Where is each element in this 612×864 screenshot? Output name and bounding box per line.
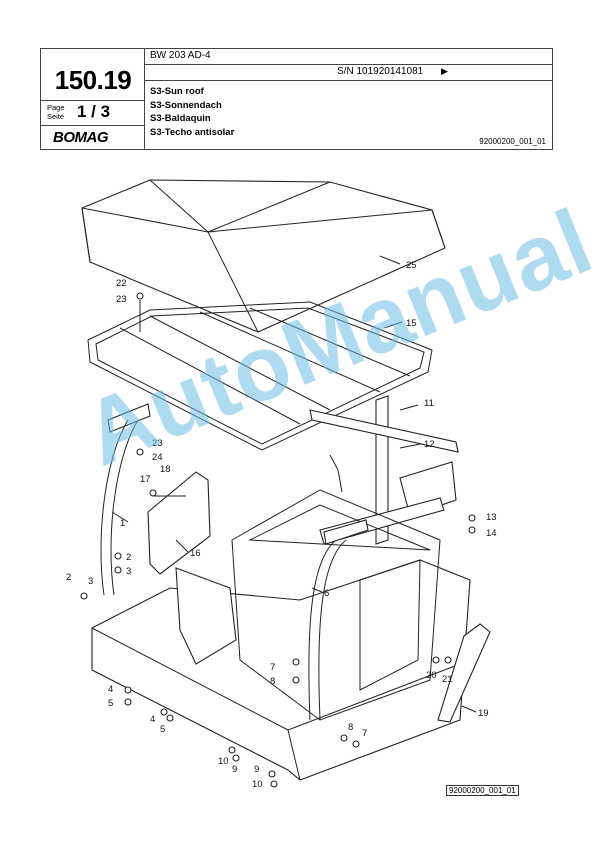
part-rail xyxy=(437,623,491,723)
title-fr: S3-Baldaquin xyxy=(150,113,211,124)
callout-label: 24 xyxy=(152,452,163,463)
callout-label: 23 xyxy=(152,438,163,449)
page-label-de: Seite xyxy=(47,112,65,121)
page-label: Page Seite xyxy=(47,103,65,121)
divider xyxy=(41,125,144,126)
callout-label: 4 xyxy=(150,714,155,725)
arrow-right-icon: ▶ xyxy=(441,66,448,76)
callout-label: 9 xyxy=(232,764,237,775)
callout-label: 8 xyxy=(270,676,275,687)
callout-label: 17 xyxy=(140,474,151,485)
callout-label: 13 xyxy=(486,512,497,523)
title-de: S3-Sonnendach xyxy=(150,99,222,111)
title-es: S3-Techo antisolar xyxy=(150,126,235,138)
callout-label: 20 xyxy=(426,670,437,681)
document-id: 92000200_001_01 xyxy=(479,137,546,146)
callout-label: 9 xyxy=(254,764,259,775)
serial-number: S/N 101920141081 xyxy=(337,66,424,77)
callout-label: 25 xyxy=(406,260,417,271)
divider xyxy=(41,100,144,101)
callout-label: 11 xyxy=(424,398,434,409)
callout-label: 16 xyxy=(190,548,201,559)
page-title: 150.19 xyxy=(54,65,132,95)
part-side-post xyxy=(308,519,369,721)
callouts: 25 15 22 23 11 12 23 24 17 18 1 16 13 14… xyxy=(66,260,497,790)
callout-label: 7 xyxy=(270,662,275,673)
title-en: S3-Sun roof xyxy=(150,86,204,97)
callout-label: 3 xyxy=(88,576,93,587)
callout-label: 19 xyxy=(478,708,489,719)
fasteners xyxy=(80,292,476,788)
divider xyxy=(144,49,145,149)
part-front-post xyxy=(100,419,139,596)
callout-label: 21 xyxy=(442,674,453,685)
callout-label: 10 xyxy=(218,756,229,767)
part-roof-canopy xyxy=(81,179,446,333)
part-bracket xyxy=(147,471,211,575)
model-name: BW 203 AD-4 xyxy=(150,50,211,61)
callout-label: 4 xyxy=(108,684,113,695)
callout-label: 2 xyxy=(126,552,131,563)
callout-label: 12 xyxy=(424,439,435,450)
callout-label: 5 xyxy=(108,698,113,709)
callout-label: 1 xyxy=(120,518,125,529)
divider xyxy=(144,64,552,65)
leader-lines xyxy=(111,255,477,713)
page-label-en: Page xyxy=(47,103,65,112)
section-titles: S3-Sun roof S3-Sonnendach S3-Baldaquin S… xyxy=(150,85,234,139)
callout-label: 23 xyxy=(116,294,127,305)
callout-label: 15 xyxy=(406,318,417,329)
callout-label: 10 xyxy=(252,779,263,790)
callout-label: 8 xyxy=(348,722,353,733)
title-block: BW 203 AD-4 S/N 101920141081 ▶ 150.19 Pa… xyxy=(40,48,553,150)
callout-label: 14 xyxy=(486,528,497,539)
callout-label: 7 xyxy=(362,728,367,739)
callout-label: 3 xyxy=(126,566,131,577)
callout-label: 5 xyxy=(160,724,165,735)
part-base-frame xyxy=(91,489,471,781)
callout-label: 22 xyxy=(116,278,127,289)
divider xyxy=(144,80,552,81)
part-rear-post xyxy=(309,395,459,545)
callout-label: 18 xyxy=(160,464,171,475)
figure-id: 92000200_001_01 xyxy=(446,785,519,796)
callout-label: 2 xyxy=(66,572,71,583)
page-indicator: 1 / 3 xyxy=(77,102,111,121)
exploded-parts-drawing: 25 15 22 23 11 12 23 24 17 18 1 16 13 14… xyxy=(66,179,497,790)
callout-label: 6 xyxy=(324,588,329,599)
brand-logo: BOMAG xyxy=(53,129,109,146)
part-roof-frame xyxy=(87,301,433,451)
